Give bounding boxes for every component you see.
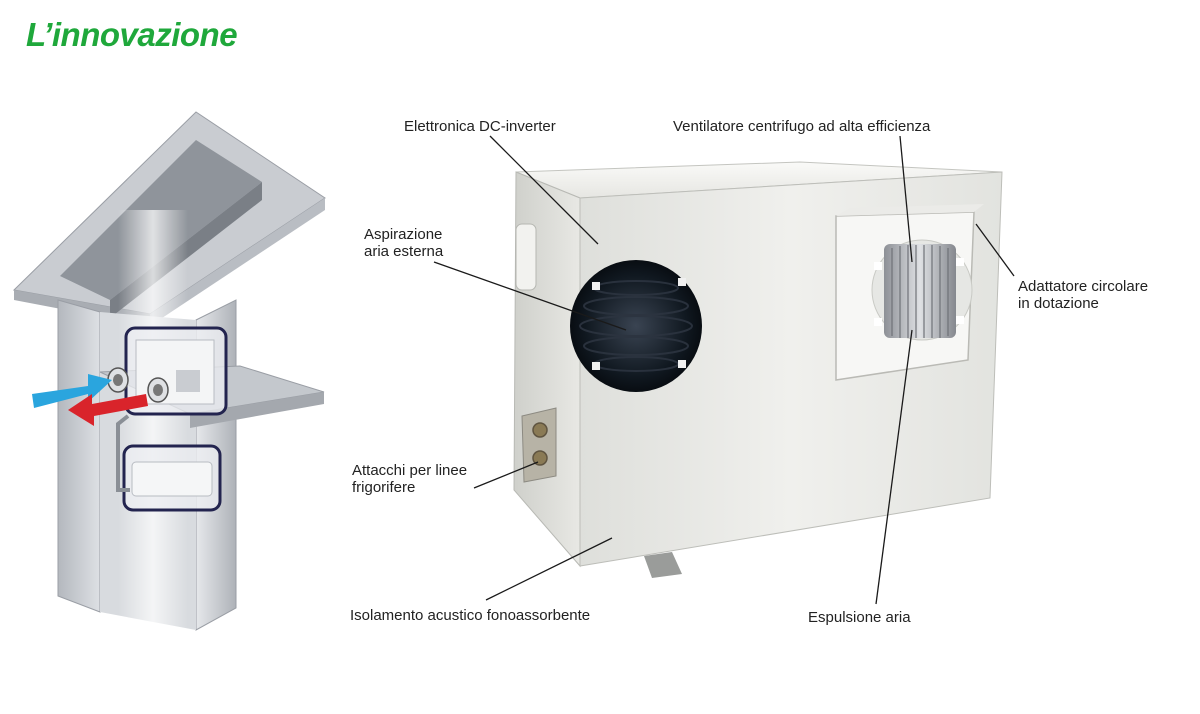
refrigerant-connections — [521, 407, 557, 483]
label-electronics: Elettronica DC-inverter — [404, 118, 556, 135]
red-arrow-icon — [68, 394, 148, 426]
label-insulation: Isolamento acustico fonoassorbente — [350, 607, 591, 624]
label-connections-line-2: frigorifere — [352, 479, 416, 496]
unit-foot — [644, 552, 682, 578]
leader-fan — [899, 135, 913, 263]
blue-arrow-icon — [32, 374, 112, 408]
leader-electronics — [489, 135, 599, 245]
leader-connections — [473, 461, 539, 489]
page-title: L’innovazione — [26, 16, 238, 53]
label-adapter-line-2: in dotazione — [1018, 295, 1099, 312]
label-adapter-line-1: Adattatore circolare — [1018, 278, 1149, 295]
leader-lines — [433, 135, 1015, 605]
label-intake: Aspirazione aria esterna — [364, 226, 443, 260]
leader-intake — [433, 261, 627, 331]
label-connections-line-1: Attacchi per linee — [352, 462, 468, 479]
label-connections: Attacchi per linee frigorifere — [352, 462, 467, 496]
wall-column — [57, 299, 101, 613]
label-intake-line-1: Aspirazione — [364, 226, 443, 243]
label-exhaust: Espulsione aria — [808, 609, 911, 626]
installation-illustration — [12, 111, 326, 631]
label-adapter: Adattatore circolare in dotazione — [1018, 278, 1148, 312]
outdoor-unit-illustration — [513, 161, 1003, 578]
label-fan: Ventilatore centrifugo ad alta efficienz… — [673, 118, 931, 135]
leader-insulation — [485, 537, 613, 601]
centrifugal-fan — [884, 244, 956, 338]
leader-adapter — [975, 223, 1015, 277]
label-intake-line-2: aria esterna — [364, 243, 444, 260]
leader-exhaust — [875, 329, 913, 605]
